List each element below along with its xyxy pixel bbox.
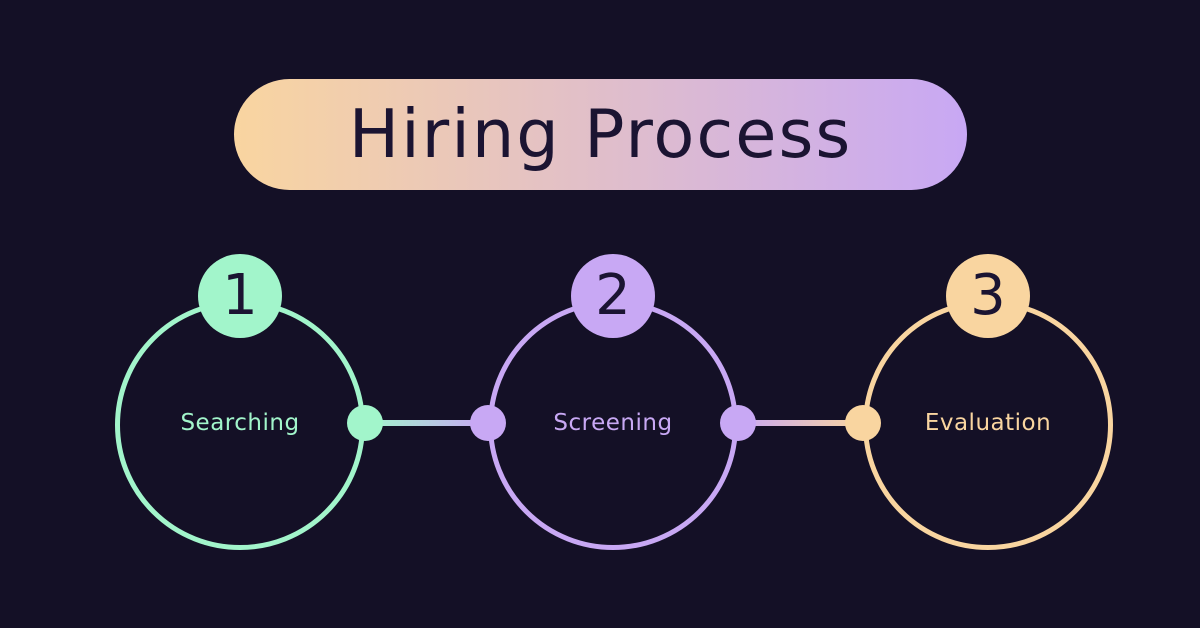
connector-dot-circle1-right <box>347 405 383 441</box>
connector-line-2-3 <box>738 420 863 426</box>
title-pill: Hiring Process <box>234 79 967 190</box>
step-number-3: 3 <box>970 263 1006 328</box>
step-label-screening: Screening <box>553 410 673 436</box>
step-badge-2: 2 <box>571 254 655 338</box>
connector-dot-circle2-right <box>720 405 756 441</box>
connector-dot-circle3-left <box>845 405 881 441</box>
step-badge-1: 1 <box>198 254 282 338</box>
step-number-2: 2 <box>595 263 631 328</box>
step-badge-3: 3 <box>946 254 1030 338</box>
step-label-searching: Searching <box>180 410 300 436</box>
page-title: Hiring Process <box>348 95 853 173</box>
step-number-1: 1 <box>222 263 258 328</box>
connector-line-1-2 <box>365 420 488 426</box>
connector-dot-circle2-left <box>470 405 506 441</box>
step-label-evaluation: Evaluation <box>924 410 1052 436</box>
